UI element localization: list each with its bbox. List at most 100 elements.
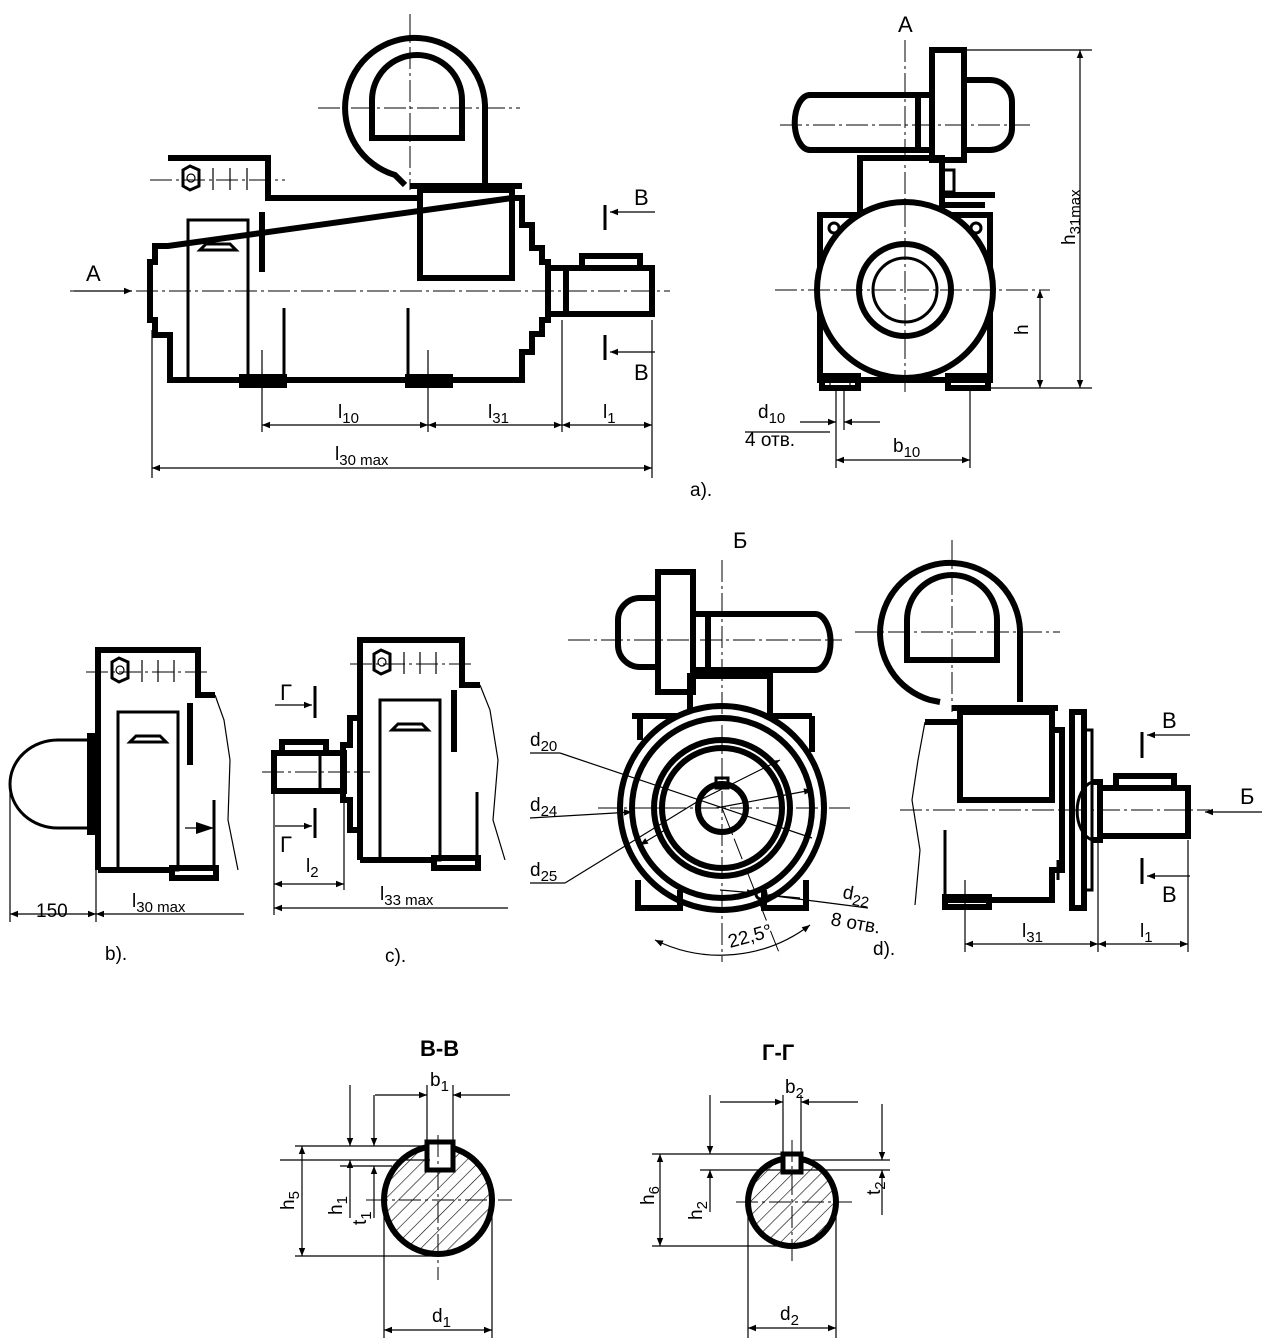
caption-b: b). (105, 944, 127, 965)
svg-text:l30 max: l30 max (132, 891, 186, 916)
view-a-front: A h31max h (745, 12, 1092, 468)
svg-text:b10: b10 (893, 436, 920, 461)
section-v-d-bottom-marker: В (1162, 882, 1177, 907)
view-a-title: A (898, 12, 913, 37)
dim-150: 150 (36, 901, 68, 922)
dim-d24-sub: 24 (541, 803, 558, 820)
view-b-flange: Б d20 d24 (529, 528, 895, 962)
svg-text:l1: l1 (1140, 921, 1153, 946)
section-gg: Г-Г b2 h6 h2 t2 d2 (638, 1040, 890, 1338)
dim-8-holes: 8 отв. (829, 909, 882, 938)
svg-text:d25: d25 (530, 860, 557, 885)
dim-t2: t (864, 1189, 885, 1195)
dim-t2-sub: 2 (872, 1181, 889, 1189)
dim-d2-sub: 2 (791, 1312, 799, 1329)
section-gg-title: Г-Г (762, 1040, 795, 1065)
dim-l31-d-sub: 31 (1026, 929, 1043, 946)
dim-l30max: l (335, 444, 339, 465)
dim-l1: l (603, 402, 607, 423)
view-b-cyr-arrow-marker: Б (1240, 784, 1254, 809)
dim-d20: d (530, 730, 541, 751)
dim-h1-sub: 1 (334, 1196, 351, 1204)
dim-d22-sub: 22 (851, 892, 870, 912)
dim-h2: h (686, 1209, 707, 1220)
svg-text:d22: d22 (840, 882, 871, 911)
dim-d25: d (530, 860, 541, 881)
dim-t1-sub: 1 (358, 1211, 375, 1219)
svg-text:b1: b1 (430, 1070, 449, 1095)
dim-d1: d (432, 1306, 443, 1327)
svg-text:h6: h6 (638, 1186, 663, 1205)
svg-text:h5: h5 (278, 1191, 303, 1210)
dim-l31: l (488, 402, 492, 423)
dim-h5: h (278, 1199, 299, 1210)
caption-c: c). (385, 946, 406, 967)
svg-text:b2: b2 (785, 1077, 804, 1102)
view-b: 150 l30 max b). (8, 647, 244, 965)
view-c: Г Г l2 l33 max c). (262, 637, 508, 967)
dim-d25-sub: 25 (541, 868, 558, 885)
svg-text:d1: d1 (432, 1306, 451, 1331)
section-g-top-marker: Г (280, 680, 292, 705)
svg-text:h31max: h31max (1059, 189, 1084, 245)
dim-l30max-sub: 30 max (339, 452, 389, 469)
svg-text:l1: l1 (603, 402, 616, 427)
dim-l1-d: l (1140, 921, 1144, 942)
view-b-cyr-title: Б (733, 528, 747, 553)
svg-text:l33 max: l33 max (380, 884, 434, 909)
svg-text:t1: t1 (350, 1211, 375, 1225)
section-vv: В-В b1 h5 h1 t1 d1 (278, 1036, 512, 1338)
svg-text:d10: d10 (758, 402, 785, 427)
dim-4-holes: 4 отв. (745, 430, 795, 451)
dim-h1: h (326, 1204, 347, 1215)
view-a-marker: A (86, 261, 101, 286)
section-v-d-top-marker: В (1162, 708, 1177, 733)
dim-d10-sub: 10 (769, 410, 786, 427)
svg-text:l30 max: l30 max (335, 444, 389, 469)
svg-text:l2: l2 (306, 856, 319, 881)
dim-l10-sub: 10 (342, 410, 359, 427)
dim-l2: l (306, 856, 310, 877)
dim-h31max-sub: 31max (1067, 189, 1084, 235)
dim-l30max-b-sub: 30 max (136, 899, 186, 916)
svg-text:h2: h2 (686, 1201, 711, 1220)
svg-text:l31: l31 (488, 402, 509, 427)
dim-l1-sub: 1 (607, 410, 615, 427)
dim-h: h (1012, 324, 1033, 335)
dim-h6: h (638, 1194, 659, 1205)
dim-l2-sub: 2 (310, 864, 318, 881)
dim-b2: b (785, 1077, 796, 1098)
dim-b10: b (893, 436, 904, 457)
dim-d24: d (530, 795, 541, 816)
dim-l31-d: l (1022, 921, 1026, 942)
svg-text:l31: l31 (1022, 921, 1043, 946)
dim-b10-sub: 10 (904, 444, 921, 461)
view-a-side: A В В l10 l31 l1 l30 max a). (70, 14, 712, 501)
caption-d: d). (873, 939, 895, 960)
section-v-bottom-marker: В (634, 360, 649, 385)
dim-h2-sub: 2 (694, 1201, 711, 1209)
dim-l31-sub: 31 (492, 410, 509, 427)
section-g-bottom-marker: Г (280, 832, 292, 857)
svg-text:d24: d24 (530, 795, 557, 820)
dim-b1: b (430, 1070, 441, 1091)
dim-l10: l (338, 402, 342, 423)
dim-d2: d (780, 1304, 791, 1325)
dim-d1-sub: 1 (443, 1314, 451, 1331)
dim-d10: d (758, 402, 769, 423)
dim-l1-d-sub: 1 (1144, 929, 1152, 946)
svg-text:t2: t2 (864, 1181, 889, 1195)
dim-l30max-b: l (132, 891, 136, 912)
dim-h6-sub: 6 (646, 1186, 663, 1194)
caption-a: a). (690, 480, 712, 501)
dim-b2-sub: 2 (796, 1085, 804, 1102)
svg-text:l10: l10 (338, 402, 359, 427)
dim-l33max: l (380, 884, 384, 905)
svg-text:d20: d20 (530, 730, 557, 755)
dim-h5-sub: 5 (286, 1191, 303, 1199)
dim-d22: d (841, 882, 855, 905)
dim-b1-sub: 1 (441, 1078, 449, 1095)
dim-h31max: h (1059, 234, 1080, 245)
dim-d20-sub: 20 (541, 738, 558, 755)
